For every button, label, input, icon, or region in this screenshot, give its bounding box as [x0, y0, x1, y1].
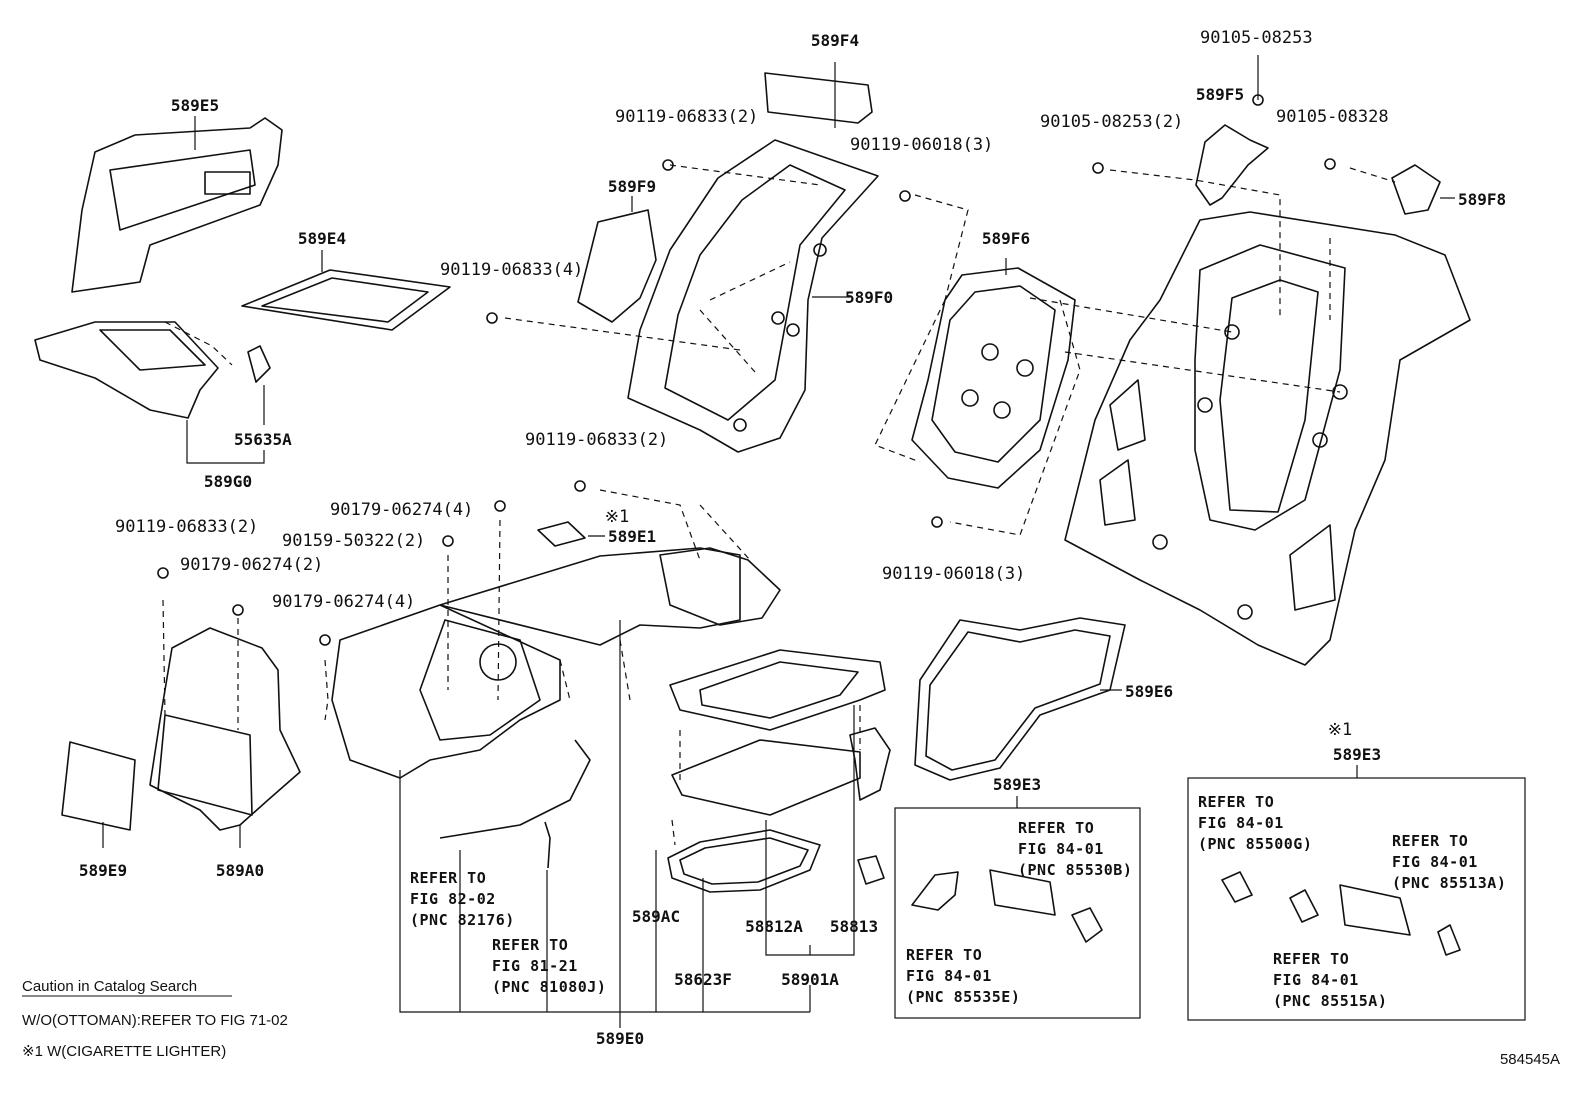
part-589E4-tray: [241, 250, 451, 331]
part-589E6-panel: [914, 617, 1126, 781]
svg-text:(PNC 82176): (PNC 82176): [410, 911, 515, 929]
svg-text:(PNC 81080J): (PNC 81080J): [492, 978, 606, 996]
ref-85535E: REFER TO FIG 84-01 (PNC 85535E): [906, 946, 1020, 1006]
part-58812A-tray: [671, 727, 891, 816]
part-589G0-box: [34, 321, 271, 464]
label-589E3-right-mark: ※1: [1328, 720, 1352, 740]
label-589E3-right: 589E3: [1333, 745, 1381, 764]
svg-text:REFER TO: REFER TO: [410, 869, 486, 887]
part-589AC-tray: [669, 649, 886, 731]
svg-text:(PNC 85530B): (PNC 85530B): [1018, 861, 1132, 879]
svg-text:FIG 84-01: FIG 84-01: [1018, 840, 1104, 858]
caution-heading: Caution in Catalog Search: [22, 978, 197, 995]
part-589F9-bracket: [577, 196, 657, 323]
part-589A0-armrest: [149, 627, 301, 848]
ref-85513A: REFER TO FIG 84-01 (PNC 85513A): [1392, 832, 1506, 892]
catalog-number: 584545A: [1500, 1051, 1560, 1068]
part-589F5-bracket: [1195, 55, 1269, 206]
ref-85500G: REFER TO FIG 84-01 (PNC 85500G): [1198, 793, 1312, 853]
label-589E9: 589E9: [79, 861, 127, 880]
caution-line-1: W/O(OTTOMAN):REFER TO FIG 71-02: [22, 1012, 288, 1029]
ref-82176: REFER TO FIG 82-02 (PNC 82176): [410, 869, 515, 929]
part-589E0-console: [331, 547, 781, 779]
label-589F4: 589F4: [811, 31, 859, 50]
fastener-label-2: 90119-06018(3): [850, 135, 993, 155]
fastener-label-3: 90119-06833(4): [440, 260, 583, 280]
label-58813: 58813: [830, 917, 878, 936]
part-589E9-plate: [61, 741, 136, 848]
label-589AC: 589AC: [632, 907, 680, 926]
box-589E3-left: [894, 796, 1141, 1019]
svg-text:REFER TO: REFER TO: [1392, 832, 1468, 850]
label-589F9: 589F9: [608, 177, 656, 196]
ref-85515A: REFER TO FIG 84-01 (PNC 85515A): [1273, 950, 1387, 1010]
svg-text:FIG 81-21: FIG 81-21: [492, 957, 578, 975]
assembly-lines: [162, 164, 1396, 846]
box-589E3-right: [1187, 765, 1526, 1021]
label-589E1-mark: ※1: [605, 507, 629, 527]
caution-line-2: ※1 W(CIGARETTE LIGHTER): [22, 1043, 226, 1060]
fastener-label-13: 90179-06274(4): [272, 592, 415, 612]
group-brackets: [399, 620, 855, 1028]
label-589E6: 589E6: [1125, 682, 1173, 701]
fastener-label-11: 90119-06833(2): [115, 517, 258, 537]
label-58812A: 58812A: [745, 917, 803, 936]
fastener-label-12: 90179-06274(2): [180, 555, 323, 575]
fastener-label-10: 90159-50322(2): [282, 531, 425, 551]
label-589E3-left: 589E3: [993, 775, 1041, 794]
svg-text:FIG 84-01: FIG 84-01: [1198, 814, 1284, 832]
part-589F0-cover: [627, 139, 879, 453]
fastener-marks: [157, 94, 1336, 646]
svg-text:FIG 84-01: FIG 84-01: [1273, 971, 1359, 989]
svg-text:REFER TO: REFER TO: [1198, 793, 1274, 811]
part-58813-pad: [857, 855, 885, 885]
fastener-label-6: 90105-08253: [1200, 28, 1313, 48]
label-589E1: 589E1: [608, 527, 656, 546]
svg-text:REFER TO: REFER TO: [492, 936, 568, 954]
svg-text:REFER TO: REFER TO: [1273, 950, 1349, 968]
fastener-label-5: 90119-06018(3): [882, 564, 1025, 584]
part-589F8-clip: [1391, 164, 1455, 215]
svg-text:REFER TO: REFER TO: [906, 946, 982, 964]
svg-text:FIG 84-01: FIG 84-01: [1392, 853, 1478, 871]
part-589F4-lid: [764, 62, 873, 128]
part-589F6-frame: [911, 258, 1076, 489]
label-58623F: 58623F: [674, 970, 732, 989]
fastener-label-7: 90105-08253(2): [1040, 112, 1183, 132]
label-58901A: 58901A: [781, 970, 839, 989]
label-589F5: 589F5: [1196, 85, 1244, 104]
label-589A0: 589A0: [216, 861, 264, 880]
svg-text:FIG 82-02: FIG 82-02: [410, 890, 496, 908]
label-589F8: 589F8: [1458, 190, 1506, 209]
label-589E0: 589E0: [596, 1029, 644, 1048]
label-55635A: 55635A: [234, 430, 292, 449]
fastener-label-1: 90119-06833(2): [615, 107, 758, 127]
label-589F6: 589F6: [982, 229, 1030, 248]
label-589E4: 589E4: [298, 229, 346, 248]
svg-text:(PNC 85513A): (PNC 85513A): [1392, 874, 1506, 892]
part-body-panel: [1064, 211, 1471, 666]
part-589E5-panel: [71, 116, 283, 293]
label-589G0: 589G0: [204, 472, 252, 491]
fastener-label-8: 90105-08328: [1276, 107, 1389, 127]
ref-81080J: REFER TO FIG 81-21 (PNC 81080J): [492, 936, 606, 996]
svg-text:(PNC 85500G): (PNC 85500G): [1198, 835, 1312, 853]
svg-text:FIG 84-01: FIG 84-01: [906, 967, 992, 985]
part-58623F-mat: [667, 829, 821, 893]
label-589F0: 589F0: [845, 288, 893, 307]
ref-85530B: REFER TO FIG 84-01 (PNC 85530B): [1018, 819, 1132, 879]
part-589E1-pad: [537, 521, 605, 547]
fastener-label-9: 90179-06274(4): [330, 500, 473, 520]
svg-text:(PNC 85515A): (PNC 85515A): [1273, 992, 1387, 1010]
svg-text:(PNC 85535E): (PNC 85535E): [906, 988, 1020, 1006]
fastener-label-4: 90119-06833(2): [525, 430, 668, 450]
svg-text:REFER TO: REFER TO: [1018, 819, 1094, 837]
label-589E5: 589E5: [171, 96, 219, 115]
wire-leads: [439, 739, 591, 869]
